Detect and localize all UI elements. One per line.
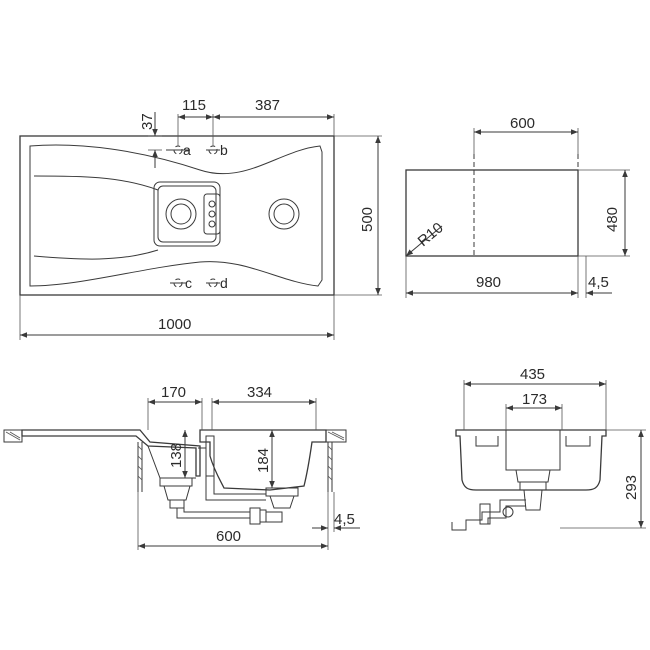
dim-37: 37 bbox=[139, 113, 156, 130]
tap-label-a: a bbox=[183, 142, 191, 158]
dim-980: 980 bbox=[476, 274, 501, 291]
waste-outlet-small bbox=[165, 198, 197, 230]
front-section: 170 334 138 184 600 4,5 bbox=[3, 384, 360, 550]
tap-label-b: b bbox=[220, 142, 228, 158]
side-bowl-profile bbox=[455, 429, 607, 491]
waste-outlet-main bbox=[268, 198, 300, 230]
dim-334: 334 bbox=[247, 384, 272, 401]
waste-pipe bbox=[176, 508, 250, 519]
tap-label-c: c bbox=[185, 275, 192, 291]
dim-184: 184 bbox=[255, 448, 272, 473]
dim-170: 170 bbox=[161, 384, 186, 401]
dim-600-cutout: 600 bbox=[510, 115, 535, 132]
sink-outline bbox=[19, 135, 335, 296]
strainer-left bbox=[159, 477, 193, 487]
side-section: 435 173 293 bbox=[451, 366, 646, 531]
dim-r10: R10 bbox=[415, 219, 447, 250]
dim-1000: 1000 bbox=[158, 316, 191, 333]
tap-label-d: d bbox=[220, 275, 228, 291]
drainer-groove bbox=[33, 175, 159, 191]
dim-4-5-cutout: 4,5 bbox=[588, 274, 609, 291]
dim-600-front: 600 bbox=[216, 528, 241, 545]
dim-4-5-front: 4,5 bbox=[334, 511, 355, 528]
strainer-right bbox=[265, 487, 299, 497]
dim-435: 435 bbox=[520, 366, 545, 383]
overflow-slot bbox=[203, 193, 221, 235]
top-view: a b c d 115 387 37 500 1000 bbox=[19, 97, 382, 340]
dim-173: 173 bbox=[522, 391, 547, 408]
drainer-profile bbox=[21, 429, 201, 477]
dim-138: 138 bbox=[168, 443, 185, 468]
dim-500: 500 bbox=[359, 207, 376, 232]
dim-293: 293 bbox=[623, 475, 640, 500]
cutout-view: 600 480 980 4,5 R10 bbox=[405, 115, 630, 298]
drainer-groove-2 bbox=[33, 249, 159, 260]
bowl-profile bbox=[199, 429, 327, 491]
bowl-contour bbox=[29, 144, 323, 287]
dim-480: 480 bbox=[604, 207, 621, 232]
dim-115: 115 bbox=[182, 97, 206, 114]
small-bowl bbox=[153, 181, 221, 247]
dim-387: 387 bbox=[255, 97, 280, 114]
side-waste-pipe bbox=[451, 499, 526, 531]
